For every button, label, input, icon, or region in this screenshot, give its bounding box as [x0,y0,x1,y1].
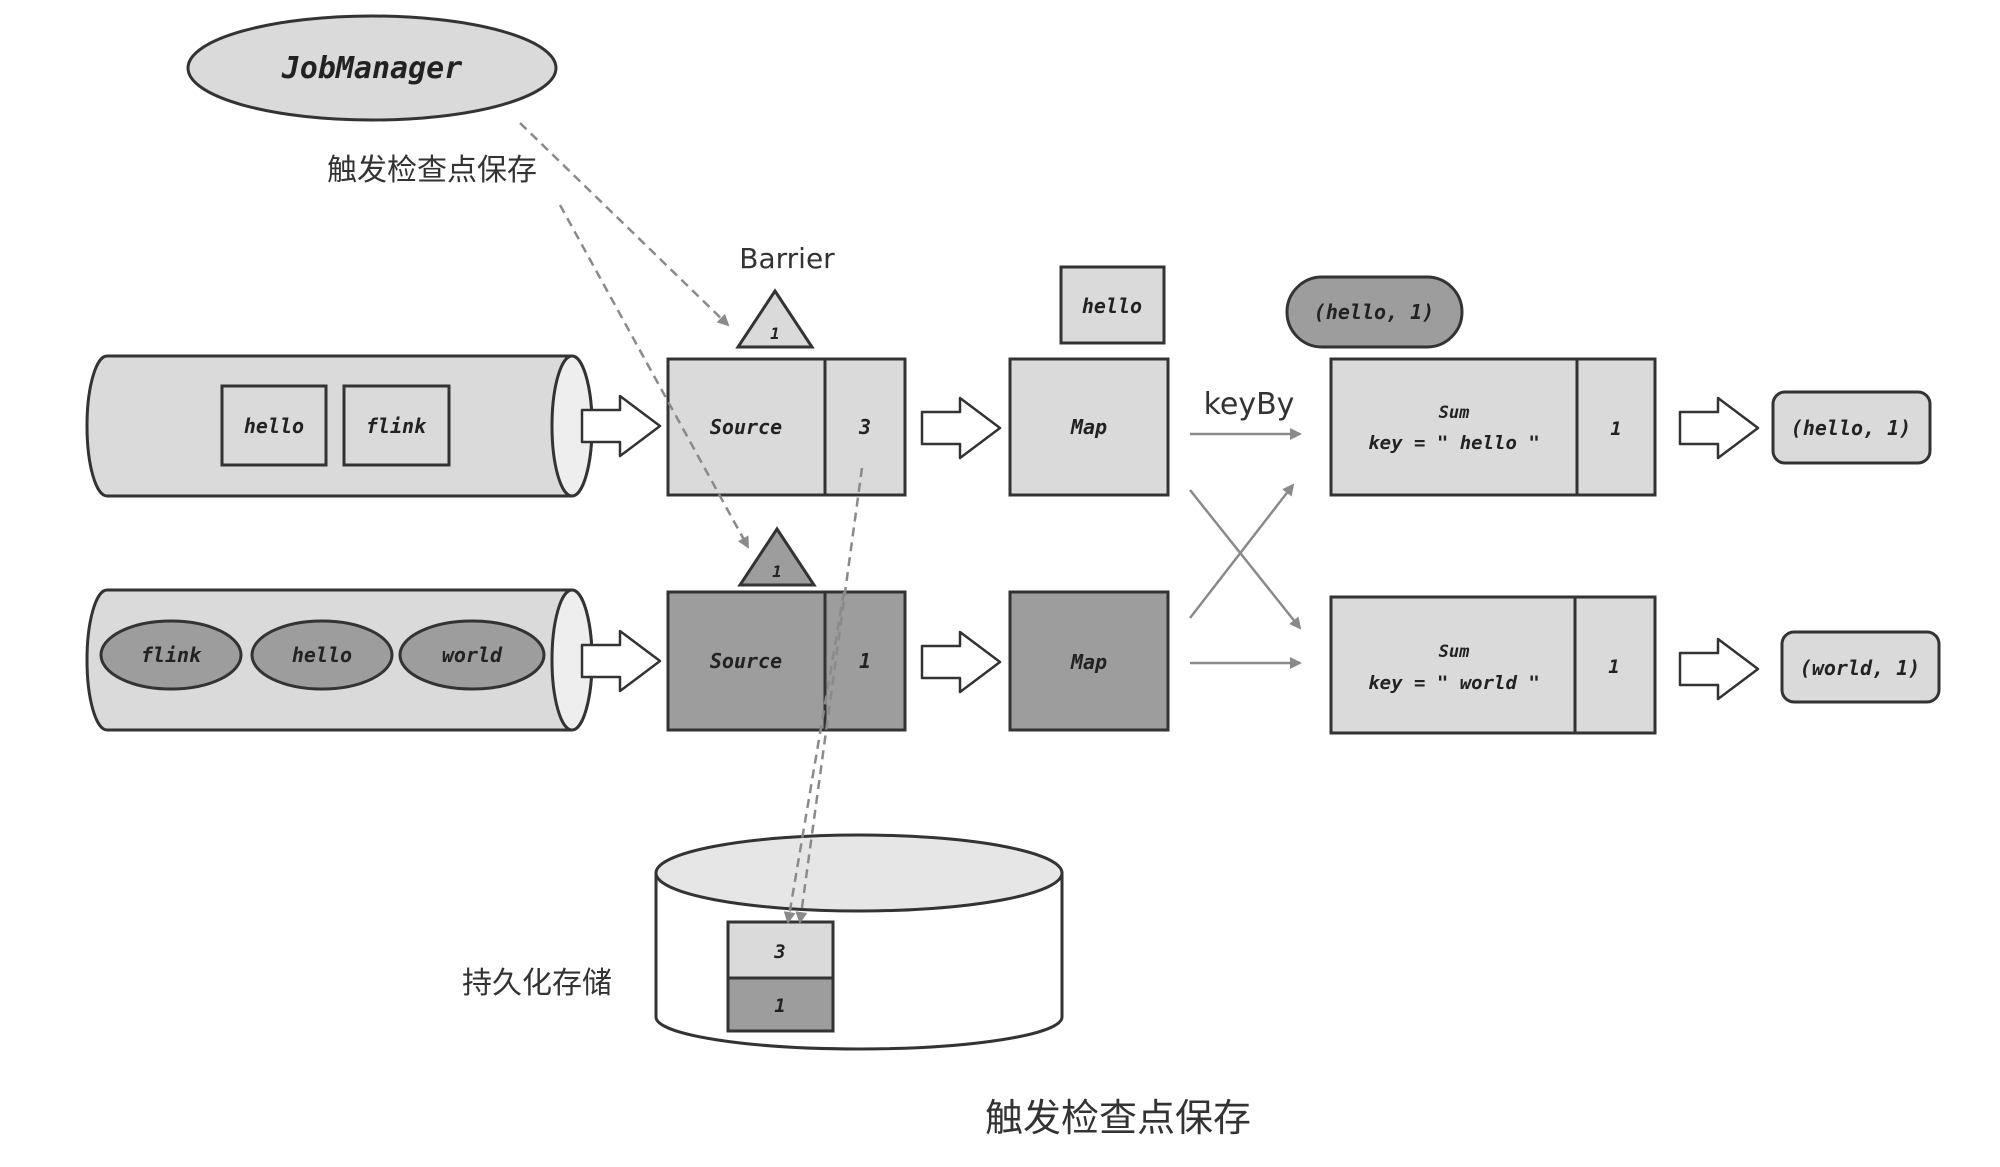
flow-arrow-icon [1678,637,1760,701]
trigger-arrow [558,204,750,549]
shuffle-arrow [1189,489,1302,630]
storage-slot-label: 3 [773,941,785,963]
record-label: hello [244,414,304,438]
flow-arrow-icon [580,629,662,693]
flow-arrow-icon [1678,396,1760,460]
snapshot-arrow [783,591,846,924]
source-top: Source 3 [666,357,907,497]
sum-count: 1 [1608,656,1619,678]
record-label: hello [292,643,352,667]
record-ellipse [99,619,243,691]
output-bottom: (world, 1) [1780,630,1941,704]
map-bottom: Map [1008,590,1170,732]
partition-top: hello flink [85,354,594,498]
map-label: Map [1070,415,1107,439]
sum-count: 1 [1610,418,1621,440]
trigger-label: 触发检查点保存 [327,153,537,188]
source-bottom: Source 1 [666,590,907,732]
source-offset: 1 [859,649,871,673]
sum-key: key = " world " [1368,672,1540,694]
svg-text:1: 1 [772,562,782,581]
sum-title: Sum [1439,642,1470,662]
barrier-marker-top: 1 [735,288,815,349]
job-manager: JobManager [186,14,558,122]
snapshot-arrow [795,467,864,924]
sum-bottom: Sum key = " world " 1 [1329,595,1657,735]
svg-text:(world, 1): (world, 1) [1800,656,1920,680]
sum-title: Sum [1439,403,1470,423]
caption: 触发检查点保存 [985,1096,1251,1140]
source-offset: 3 [858,415,871,439]
flow-arrow-icon [920,396,1002,460]
persistent-storage: 3 1 [654,833,1064,1051]
svg-text:(hello, 1): (hello, 1) [1791,416,1911,440]
in-flight-tuple: (hello, 1) [1285,275,1464,349]
job-manager-label: JobManager [281,51,463,86]
sum-top: Sum key = " hello " 1 [1329,357,1657,497]
record-label: world [442,643,503,667]
map-label: Map [1070,650,1107,674]
shuffle-arrow [1189,483,1295,619]
record-ellipse [250,619,394,691]
svg-text:1: 1 [770,324,780,343]
record-label: flink [141,643,202,667]
barrier-marker-bottom: 1 [737,526,817,587]
keyby-label: keyBy [1204,387,1295,422]
record-label: flink [366,414,427,438]
source-label: Source [710,649,782,673]
record-ellipse [398,619,546,691]
trigger-arrow [519,122,730,327]
in-flight-record: hello [1059,265,1166,345]
storage-slot-label: 1 [774,995,785,1017]
storage-slot [726,976,835,1033]
barrier-label: Barrier [739,242,835,275]
partition-bottom: flink hello world [85,588,594,732]
flow-arrow-icon [920,630,1002,694]
source-label: Source [710,415,782,439]
record-box [220,384,328,467]
svg-text:hello: hello [1082,294,1142,318]
record-box [342,384,451,467]
sum-key: key = " hello " [1368,432,1540,454]
flow-arrow-icon [580,394,662,458]
map-top: Map [1008,357,1170,497]
svg-text:(hello, 1): (hello, 1) [1314,300,1434,324]
storage-label: 持久化存储 [462,966,612,1001]
output-top: (hello, 1) [1771,390,1932,465]
